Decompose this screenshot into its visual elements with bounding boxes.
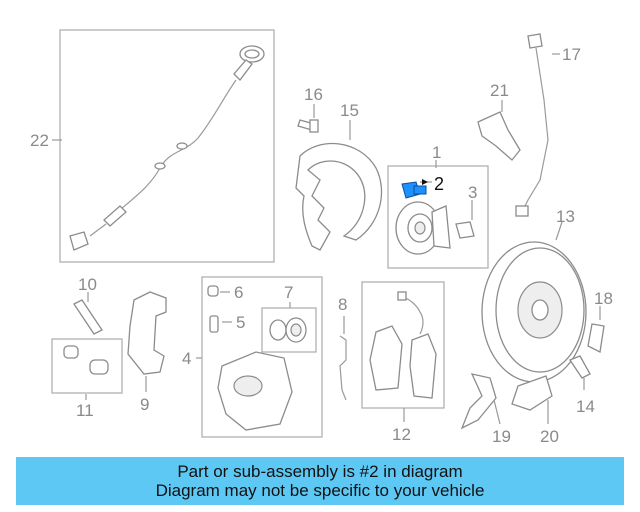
group-box-hub-1 xyxy=(387,165,489,269)
callout-3: 3 xyxy=(468,183,477,202)
bolt-16-part xyxy=(297,119,319,133)
callout-4: 4 xyxy=(182,349,191,368)
brake-hose-part xyxy=(515,33,549,217)
caliper-carrier-part xyxy=(127,291,167,375)
brake-disc-part xyxy=(481,241,587,383)
clip-18-part xyxy=(587,323,605,353)
spring-8-part xyxy=(339,335,347,401)
callout-11: 11 xyxy=(76,401,94,420)
callout-10: 10 xyxy=(78,275,97,294)
banner-line-1: Part or sub-assembly is #2 in diagram xyxy=(177,462,463,481)
callout-2-arrow xyxy=(422,179,428,185)
banner-line-2: Diagram may not be specific to your vehi… xyxy=(155,481,485,500)
brake-pads-part xyxy=(369,291,437,399)
callout-7: 7 xyxy=(284,283,293,302)
callout-13: 13 xyxy=(556,207,575,226)
leader-lines xyxy=(52,53,601,425)
abs-sensor-wire-part xyxy=(69,45,265,251)
callout-18: 18 xyxy=(594,289,613,308)
callout-8: 8 xyxy=(338,295,347,314)
callout-19: 19 xyxy=(492,427,511,446)
callout-5: 5 xyxy=(236,313,245,332)
callout-12: 12 xyxy=(392,425,411,444)
bolt-3-part xyxy=(455,221,475,239)
hub-bolt-part-2 xyxy=(401,181,432,199)
callout-14: 14 xyxy=(576,397,595,416)
group-box-pads-12 xyxy=(361,281,445,409)
screw-14-part xyxy=(569,355,591,379)
group-box-caliper-4 xyxy=(201,276,323,438)
bleeder-screw-part xyxy=(209,315,219,333)
wheel-hub-part xyxy=(395,201,451,255)
callout-21: 21 xyxy=(490,81,509,100)
guide-pin-part xyxy=(73,299,103,335)
callout-9: 9 xyxy=(140,395,149,414)
group-box-sensor-22 xyxy=(59,29,275,263)
group-box-kit-11 xyxy=(51,338,123,394)
callout-20: 20 xyxy=(540,427,559,446)
group-box-seal-7 xyxy=(261,307,317,353)
callout-15: 15 xyxy=(340,101,359,120)
dust-shield-part xyxy=(295,142,383,251)
pin-boot-kit-part xyxy=(63,345,109,375)
callout-2: 2 xyxy=(434,174,444,194)
callout-17: 17 xyxy=(562,45,581,64)
bleeder-cap-part xyxy=(207,285,219,297)
callout-6: 6 xyxy=(234,283,243,302)
info-banner: Part or sub-assembly is #2 in diagram Di… xyxy=(16,457,624,505)
bracket-21-part xyxy=(477,111,521,161)
parts-diagram: 22 16 15 1 2 3 17 21 13 18 14 19 20 10 9… xyxy=(30,29,613,446)
callout-1: 1 xyxy=(432,143,441,162)
bracket-19-part xyxy=(460,373,497,430)
callout-22: 22 xyxy=(30,131,49,150)
bracket-20-part xyxy=(511,375,553,411)
seal-kit-part xyxy=(269,317,307,343)
callout-16: 16 xyxy=(304,85,323,104)
caliper-part xyxy=(217,351,293,431)
